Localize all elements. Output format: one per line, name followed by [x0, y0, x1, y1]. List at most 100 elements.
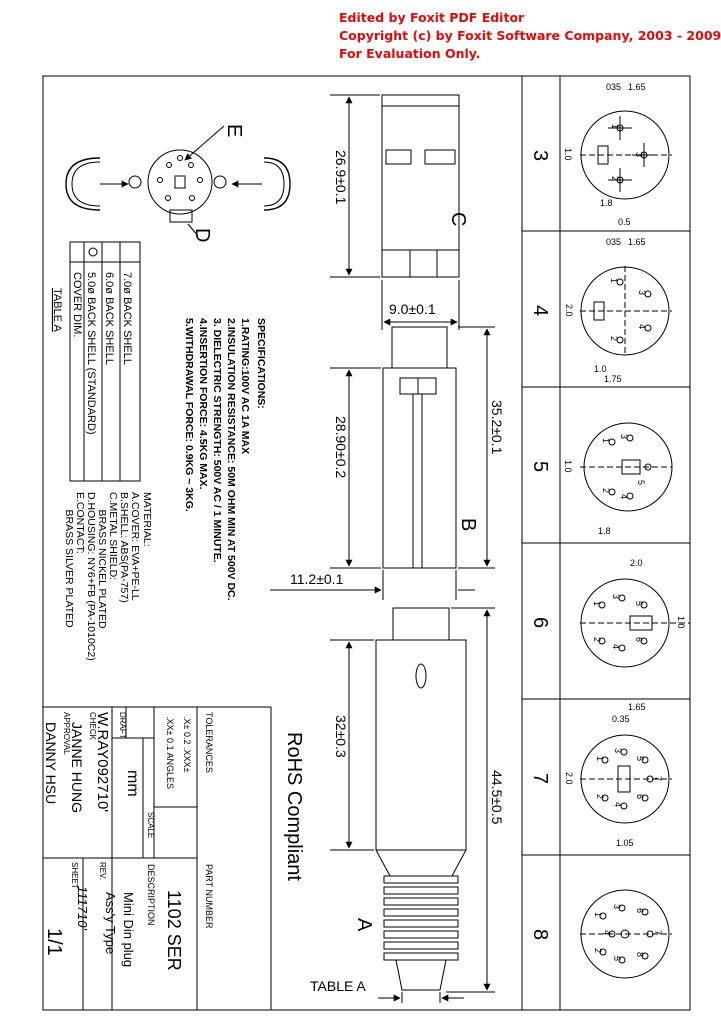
callout-a: A: [353, 918, 375, 932]
p5-pin-4: 4: [619, 494, 629, 499]
p7-pin-2: 2: [595, 794, 605, 799]
p7-dim-2: 0.35: [612, 714, 630, 724]
material-line-3: C.METAL SHIELD:: [107, 492, 119, 580]
p7-dim-1: 1.65: [628, 702, 646, 712]
exploded-view: [65, 125, 291, 237]
p3-dim-4: 1.8: [600, 198, 613, 208]
callout-e: E: [223, 124, 245, 137]
pinout-6: [580, 578, 690, 668]
p7-pin-4: 4: [613, 802, 623, 807]
p4-dim-3: 2.0: [564, 304, 574, 317]
specs-line-4: 4.INSERTION FORCE: 4.5KG MAX.: [197, 318, 209, 490]
p4-pin-1: 1: [609, 278, 619, 283]
dim-28-90: 28.90±0.2: [333, 416, 349, 478]
p7-dim-3: 2.0: [564, 772, 574, 785]
dim-9-0: 9.0±0.1: [389, 301, 436, 317]
check-value: JANNE HUNG: [69, 722, 85, 813]
part-c-shield: [330, 94, 460, 330]
p8-pin-5: 5: [612, 956, 622, 961]
p6-dim-1: 2.0: [630, 558, 643, 568]
draft-label: DRAFT: [118, 712, 127, 739]
dim-35-2: 35.2±0.1: [489, 400, 505, 455]
rohs-label: RoHS Compliant: [283, 732, 305, 881]
table-header: COVER DIM.: [71, 272, 83, 337]
pinout-7: [580, 734, 672, 824]
approval-label: APPROVAL: [62, 712, 71, 755]
material-line-5: D.HOUSING: NY6+FB (PA-1010C2): [85, 492, 97, 661]
p8-pin-6: 6: [635, 908, 645, 913]
p7-pin-3: 3: [613, 748, 623, 753]
p4-pin-3: 3: [637, 290, 647, 295]
p5-dim-2: 1.8: [598, 526, 611, 536]
p7-pin-1: 1: [595, 756, 605, 761]
p7-pin-7: 7: [653, 776, 663, 781]
dim-32: 32±0.3: [333, 715, 349, 758]
specs-line-1: 1.RATING:100V AC 1A MAX: [239, 318, 251, 454]
pinout-5: [580, 422, 673, 512]
p6-pin-1: 1: [592, 601, 602, 606]
description-line-2: Ass'y Type: [103, 892, 118, 954]
cover-table: [69, 241, 141, 482]
specs-title: SPECIFICATIONS:: [255, 318, 267, 409]
p5-pin-3: 3: [619, 434, 629, 439]
table-a-caption: TABLE A: [310, 978, 366, 994]
watermark-line-3: For Evaluation Only.: [339, 46, 481, 61]
material-line-7: BRASS SILVER PLATED: [63, 492, 75, 628]
p8-pin-1: 1: [593, 912, 603, 917]
material-line-2: B.SHELL: ABS(PA-757): [118, 492, 130, 603]
p7-pin-6: 6: [635, 794, 645, 799]
part-a-cover: [330, 607, 495, 1003]
p8-pin-4: 4: [602, 930, 612, 935]
table-title: TABLE A: [51, 288, 63, 332]
p6-pin-5: 5: [634, 601, 644, 606]
rev-value: 111710': [75, 886, 90, 930]
p6-pin-3: 3: [611, 594, 621, 599]
p8-pin-7: 7: [653, 930, 663, 935]
draft-value: W.RAY092710': [94, 712, 111, 812]
p3-pin-3: 3: [634, 152, 644, 157]
pinout-8: [580, 889, 672, 979]
p4-dim-4: 1.0: [594, 364, 607, 374]
dim-44-5: 44.5±0.5: [489, 770, 505, 825]
part-number-label: PART NUMBER: [204, 864, 214, 929]
p4-pin-4: 4: [637, 324, 647, 329]
p3-pin-1: 1: [610, 124, 620, 129]
specs-line-2: 2.INSULATION RESISTANCE: 50M OHM MIN AT …: [225, 318, 237, 601]
callout-b: B: [457, 518, 479, 531]
p6-pin-4: 4: [611, 644, 621, 649]
material-line-4: BRASS NICKEL PLATED: [96, 492, 108, 629]
p4-dim-5: 1.75: [604, 374, 622, 384]
material-title: MATERIAL:: [141, 492, 153, 547]
table-row-3: 7.0ø BACK SHELL: [121, 272, 133, 365]
pin-count-3: 3: [529, 150, 551, 161]
p5-dim-1: 1.0: [563, 460, 573, 473]
scale-label: SCALE: [146, 812, 155, 838]
pinout-3: [580, 110, 672, 200]
check-label: CHECK: [88, 712, 97, 741]
pin-count-6: 6: [529, 617, 551, 628]
p5-pin-2: 2: [601, 488, 611, 493]
part-b-housing: [270, 326, 495, 600]
material-line-1: A.COVER: EVA+PE-LL: [129, 492, 141, 601]
dim-26-9: 26.9±0.1: [333, 150, 349, 205]
p8-pin-8: 8: [635, 952, 645, 957]
p8-pin-2: 2: [593, 948, 603, 953]
p6-pin-6: 6: [634, 637, 644, 642]
p3-dim-5: 0.5: [618, 217, 631, 227]
units-label: mm: [124, 770, 141, 797]
rev-label: REV.: [98, 862, 107, 880]
description-label: DESCRIPTION: [146, 864, 156, 926]
title-block: [43, 706, 272, 1010]
p6-dim-2: 1.0: [676, 616, 686, 629]
pin-count-4: 4: [529, 305, 551, 316]
p5-pin-5: 5: [636, 480, 646, 485]
material-line-6: E.CONTACT:: [74, 492, 86, 554]
approval-value: DANNY HSU: [43, 722, 59, 804]
tolerance-values-1: .X± 0.2 .XXX±: [182, 716, 192, 772]
p7-pin-5: 5: [635, 756, 645, 761]
p4-dim-1: 035: [606, 237, 621, 247]
p3-pin-2: 2: [610, 176, 620, 181]
p4-pin-2: 2: [609, 336, 619, 341]
watermark: Edited by Foxit PDF Editor Copyright (c)…: [339, 9, 721, 63]
